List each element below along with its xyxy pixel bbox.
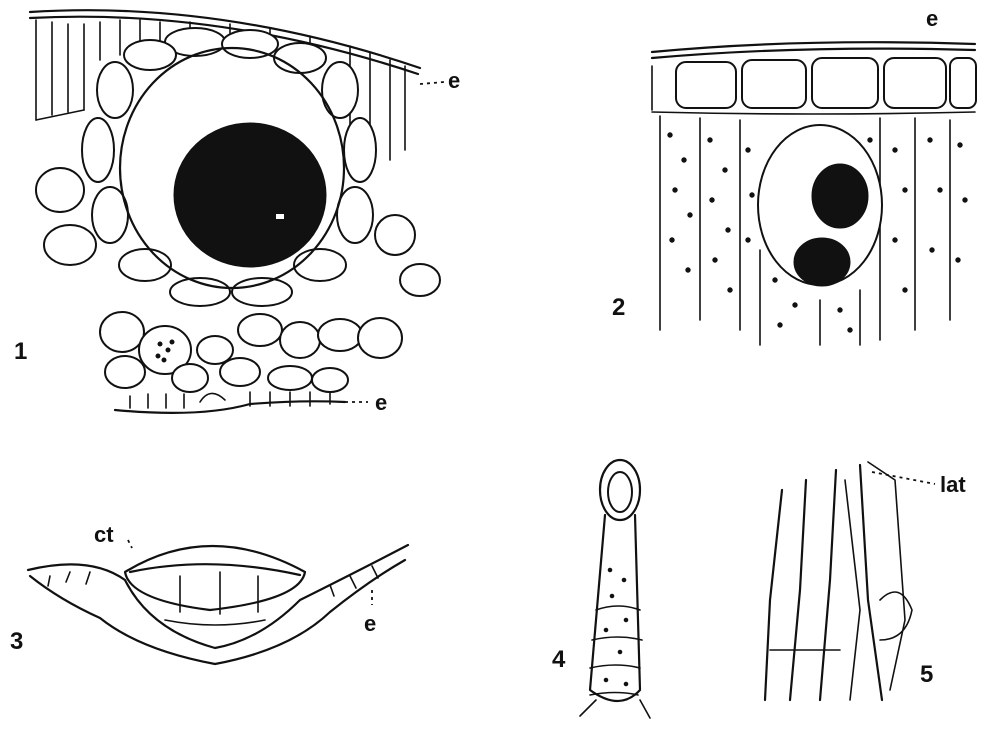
figure-5-label-lat: lat — [940, 474, 966, 496]
figure-3-number: 3 — [10, 630, 23, 654]
figure-1-number: 1 — [14, 340, 27, 364]
figure-3-label-e: e — [364, 613, 376, 635]
figure-1-label-upper-e: e — [448, 70, 460, 92]
figure-4-drawing — [580, 460, 650, 718]
figure-3-drawing — [28, 540, 408, 664]
figure-3-label-ct: ct — [94, 524, 114, 546]
figure-1-drawing — [30, 10, 444, 413]
figure-2-drawing — [652, 42, 976, 345]
figure-1-label-lower-e: e — [375, 392, 387, 414]
figure-5-drawing — [765, 462, 935, 700]
figure-2-number: 2 — [612, 296, 625, 320]
figure-4-number: 4 — [552, 648, 565, 672]
figure-5-number: 5 — [920, 663, 933, 687]
figure-2-label-e: e — [926, 8, 938, 30]
